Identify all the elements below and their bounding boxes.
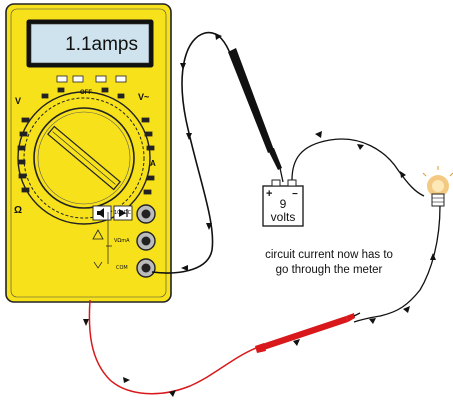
flow-arrow — [400, 171, 406, 178]
range-button-2[interactable] — [72, 75, 84, 83]
light-bulb — [422, 166, 453, 207]
red-probe — [262, 316, 348, 350]
battery-minus: − — [292, 189, 298, 200]
caption-line-2: go through the meter — [276, 264, 383, 276]
battery-9v: + − 9 volts — [262, 179, 304, 227]
dial-label-vac: V~ — [138, 92, 149, 102]
speaker-icon — [97, 208, 104, 218]
flow-arrow — [186, 133, 192, 140]
black-probe — [228, 48, 274, 153]
black-test-lead — [151, 31, 284, 274]
range-button-3[interactable] — [95, 75, 107, 83]
black-probe-tip — [279, 167, 284, 183]
flow-arrow — [293, 339, 300, 346]
input-jacks: 10ADC VΩmA COM — [92, 204, 156, 278]
battery-terminal-pos — [287, 179, 297, 187]
black-wire — [151, 31, 233, 274]
diode-icon — [119, 209, 126, 217]
range-button-1[interactable] — [56, 75, 68, 83]
flow-arrow — [315, 131, 322, 138]
multimeter: 1.1amps V V~ OFF A Ω — [5, 3, 172, 303]
lcd-display: 1.1amps — [26, 19, 154, 68]
jack-label-10a: 10ADC — [114, 210, 132, 216]
flow-arrow — [123, 377, 130, 383]
dial-label-a: A — [150, 159, 156, 168]
battery-unit: volts — [271, 210, 296, 224]
jack-label-com: COM — [116, 265, 128, 271]
red-wire — [88, 299, 257, 395]
rotary-selector[interactable] — [17, 91, 151, 225]
flow-arrow — [181, 265, 188, 271]
battery-plus: + — [266, 188, 272, 200]
caption-line-1: circuit current now has to — [265, 249, 393, 261]
red-test-lead — [83, 299, 361, 397]
lamp-to-red-probe-wire — [353, 205, 441, 324]
flow-arrow — [206, 223, 212, 230]
flow-arrow — [357, 144, 364, 150]
jack-label-vohm: VΩmA — [114, 238, 130, 244]
function-buttons — [92, 205, 133, 221]
flow-arrow — [83, 319, 89, 326]
lamp-base — [431, 193, 445, 207]
red-probe-tip — [353, 312, 361, 317]
dial-label-vdc: V — [15, 96, 21, 106]
battery-to-lamp-wire — [291, 131, 425, 197]
dial-label-ohm: Ω — [14, 205, 22, 216]
range-buttons — [56, 75, 127, 83]
battery-terminal-neg — [271, 179, 281, 187]
battery-body — [262, 185, 304, 227]
lcd-readout: 1.1amps — [65, 34, 138, 55]
flow-arrow — [180, 63, 186, 70]
dial-range-marks — [17, 87, 155, 195]
caption: circuit current now has to go through th… — [265, 249, 393, 276]
flow-arrow — [169, 390, 176, 397]
dial-label-off: OFF — [80, 90, 92, 96]
flow-arrow — [369, 318, 376, 324]
battery-voltage: 9 — [280, 197, 287, 211]
range-button-4[interactable] — [115, 75, 127, 83]
warning-icon — [92, 229, 104, 240]
flow-arrow — [215, 33, 222, 40]
flow-arrow — [430, 253, 436, 260]
flow-arrow — [403, 306, 410, 313]
